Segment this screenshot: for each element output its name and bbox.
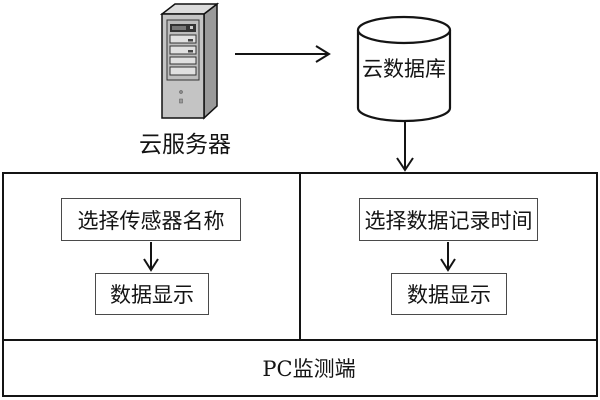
database-cylinder-icon bbox=[356, 15, 452, 123]
cloud-database-node: 云数据库 bbox=[355, 14, 453, 124]
data-display-right-label: 数据显示 bbox=[407, 283, 491, 307]
cloud-server-label: 云服务器 bbox=[139, 132, 231, 158]
data-display-right-box: 数据显示 bbox=[391, 273, 507, 315]
panel-divider bbox=[299, 174, 301, 339]
pc-monitor-footer-label: PC监测端 bbox=[262, 357, 356, 381]
select-sensor-name-label: 选择传感器名称 bbox=[77, 208, 225, 233]
select-record-time-label: 选择数据记录时间 bbox=[364, 208, 533, 233]
cloud-server-node bbox=[159, 2, 220, 120]
arrow-down-icon bbox=[440, 242, 456, 272]
arrow-down-icon bbox=[396, 122, 414, 172]
data-display-left-label: 数据显示 bbox=[110, 283, 194, 307]
data-display-left-box: 数据显示 bbox=[95, 273, 209, 315]
cloud-database-label: 云数据库 bbox=[362, 57, 446, 81]
pc-monitor-footer: PC监测端 bbox=[2, 339, 598, 397]
select-record-time-box: 选择数据记录时间 bbox=[359, 198, 538, 241]
select-sensor-name-box: 选择传感器名称 bbox=[61, 198, 241, 241]
arrow-right-icon bbox=[235, 45, 331, 63]
arrow-down-icon bbox=[143, 242, 159, 272]
server-tower-icon bbox=[159, 2, 220, 120]
